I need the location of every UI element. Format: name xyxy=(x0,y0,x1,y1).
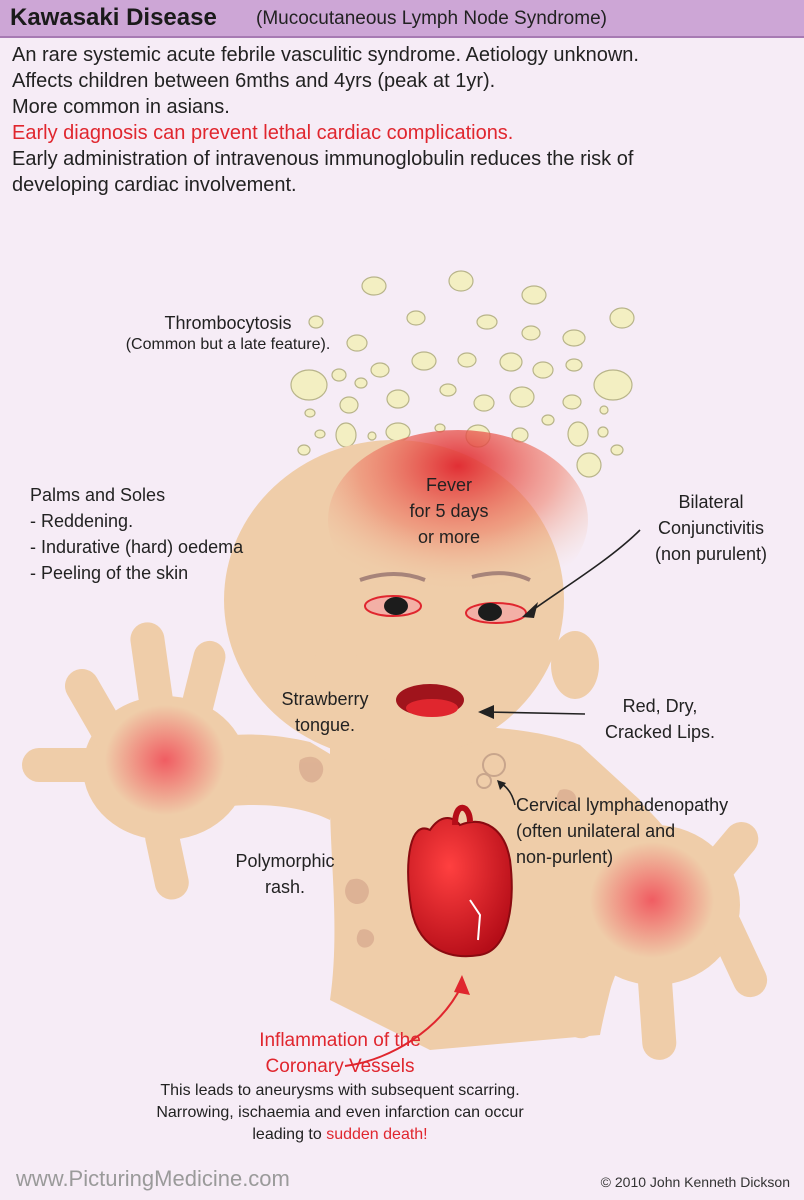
intro-line: An rare systemic acute febrile vasculiti… xyxy=(12,44,639,66)
lips-label: Red, Dry, Cracked Lips. xyxy=(604,696,716,742)
intro-line: More common in asians. xyxy=(12,96,230,118)
arrowhead-icon xyxy=(497,780,506,790)
palms-soles-label: Palms and Soles - Reddening. - Indurativ… xyxy=(30,485,244,583)
intro-text: An rare systemic acute febrile vasculiti… xyxy=(12,42,792,198)
conjunctivitis-label: Bilateral Conjunctivitis (non purulent) xyxy=(654,492,768,564)
coronary-pointer xyxy=(344,984,463,1067)
platelets xyxy=(290,270,635,479)
strawberry-tongue-label: Strawberry tongue. xyxy=(281,689,369,735)
intro-line: Early administration of intravenous immu… xyxy=(12,148,634,170)
lips-pointer xyxy=(484,711,586,715)
right-palm-redness xyxy=(590,842,714,958)
arrowhead-icon xyxy=(454,975,470,995)
left-palm-redness xyxy=(105,705,225,815)
intro-line: Affects children between 6mths and 4yrs … xyxy=(12,70,496,92)
head xyxy=(224,430,599,789)
page-subtitle: (Mucocutaneous Lymph Node Syndrome) xyxy=(256,8,607,29)
fever-redness xyxy=(328,430,588,610)
website-link[interactable]: www.PicturingMedicine.com xyxy=(16,1166,290,1191)
rash xyxy=(299,756,577,948)
arrowhead-icon xyxy=(522,602,538,618)
tongue xyxy=(406,699,458,717)
copyright: © 2010 John Kenneth Dickson xyxy=(600,1174,790,1190)
conjunctivitis-pointer xyxy=(529,529,641,613)
fever-label: Fever for 5 days or more xyxy=(409,475,489,547)
intro-warning-line: Early diagnosis can prevent lethal cardi… xyxy=(12,122,514,144)
cervical-lymphadenopathy-label: Cervical lymphadenopathy (often unilater… xyxy=(516,795,729,867)
arrowhead-icon xyxy=(478,705,494,719)
coronary-label: Inflammation of the Coronary Vessels Thi… xyxy=(156,1030,524,1143)
rash-label: Polymorphic rash. xyxy=(235,851,335,897)
lymph-node xyxy=(482,753,506,777)
intro-line: developing cardiac involvement. xyxy=(12,174,297,196)
page-title: Kawasaki Disease xyxy=(10,4,217,31)
thrombocytosis-label: Thrombocytosis (Common but a late featur… xyxy=(125,313,331,353)
lymph-node xyxy=(476,773,492,789)
heart-icon xyxy=(407,804,513,958)
title-bar: Kawasaki Disease (Mucocutaneous Lymph No… xyxy=(0,0,804,38)
